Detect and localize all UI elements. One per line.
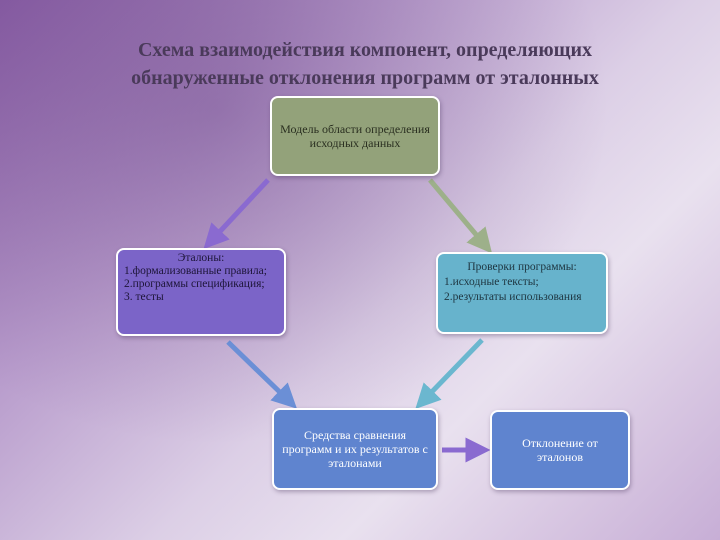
box-model-text: Модель области определения исходных данн… [280,122,430,150]
box-checks-item: 2.результаты использования [444,291,582,303]
diagram-title: Схема взаимодействия компонент, определя… [40,36,690,92]
arrow-etalons-to-compare [226,340,297,409]
box-etalons-heading: Эталоны: [177,252,225,264]
arrow-model-to-etalons [203,178,270,250]
box-deviation: Отклонение от эталонов [490,410,630,490]
box-model: Модель области определения исходных данн… [270,96,440,176]
box-etalons: Эталоны: 1.формализованные правила; 2.пр… [116,248,286,336]
title-line-2: обнаруженные отклонения программ от этал… [131,67,599,89]
box-checks-item: 1.исходные тексты; [444,276,539,288]
box-compare-text: Средства сравнения программ и их результ… [282,428,428,470]
title-line-1: Схема взаимодействия компонент, определя… [137,39,593,61]
arrow-checks-to-compare [415,338,484,409]
box-compare: Средства сравнения программ и их результ… [272,408,438,490]
box-etalons-item: 1.формализованные правила; [124,265,267,277]
box-etalons-item: 3. тесты [124,291,164,303]
box-checks: Проверки программы: 1.исходные тексты; 2… [436,252,608,334]
box-deviation-text: Отклонение от эталонов [522,436,598,464]
box-etalons-item: 2.программы спецификация; [124,278,265,290]
arrow-model-to-checks [428,178,493,254]
box-checks-heading: Проверки программы: [467,261,577,273]
